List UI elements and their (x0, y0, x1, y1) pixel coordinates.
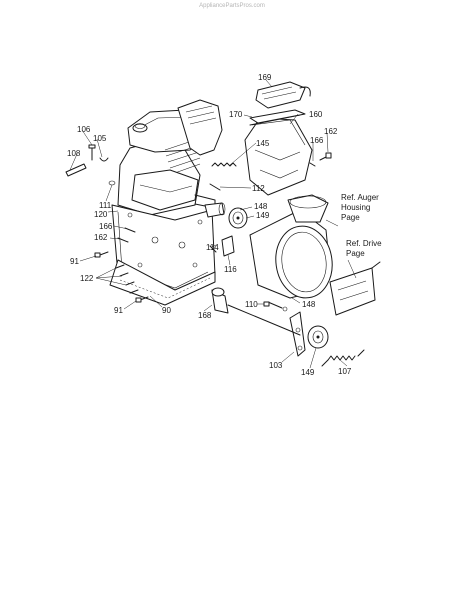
pulley-hub-148-upper (204, 202, 226, 218)
callout-120: 120 (94, 210, 108, 219)
callout-168: 168 (198, 311, 212, 320)
callout-labels: 169 170 160 162 166 106 105 108 145 112 … (67, 73, 352, 377)
callout-145: 145 (256, 139, 270, 148)
watermark: AppliancePartsPros.com (199, 3, 265, 9)
callout-110: 110 (245, 300, 258, 309)
spring-107 (321, 349, 365, 367)
callout-103: 103 (269, 361, 283, 370)
callout-106: 106 (77, 125, 91, 134)
callout-91-upper: 91 (70, 257, 79, 266)
spring-145 (211, 162, 237, 167)
ref-drive-line-2: Page (346, 249, 365, 258)
callout-90: 90 (162, 306, 171, 315)
bolt-166-upper (309, 162, 316, 167)
ref-auger-housing-note: Ref. Auger Housing Page (341, 193, 379, 222)
callout-107: 107 (338, 367, 352, 376)
auger-housing-ring (249, 194, 333, 299)
ref-drive-note: Ref. Drive Page (346, 239, 382, 258)
callout-149-upper: 149 (256, 211, 270, 220)
bolt-162-lower (117, 237, 129, 243)
pulley-149-upper (228, 207, 248, 229)
callout-166-lower: 166 (99, 222, 113, 231)
gasket-170 (249, 109, 306, 124)
drive-bracket (329, 261, 381, 316)
callout-162-lower: 162 (94, 233, 108, 242)
shaft-110 (227, 301, 301, 336)
callout-148-lower: 148 (302, 300, 316, 309)
callout-114: 114 (206, 243, 219, 252)
callout-162-upper: 162 (324, 127, 338, 136)
callout-122: 122 (80, 274, 94, 283)
ref-auger-line-3: Page (341, 213, 360, 222)
callout-170: 170 (229, 110, 243, 119)
bracket-116 (221, 235, 235, 257)
callout-112: 112 (252, 184, 265, 193)
callout-169: 169 (258, 73, 272, 82)
engine (117, 99, 223, 216)
callout-148-upper: 148 (254, 202, 268, 211)
leader-lines (69, 79, 357, 369)
callout-108: 108 (67, 149, 81, 158)
callout-166-upper: 166 (310, 136, 324, 145)
belt-cover-160 (244, 114, 313, 196)
callout-91-lower: 91 (114, 306, 123, 315)
pulley-149-lower (307, 325, 329, 349)
bolt-162-upper (319, 152, 332, 161)
callout-111: 111 (99, 201, 112, 210)
ref-auger-line-2: Housing (341, 203, 370, 212)
bolt-110 (263, 301, 270, 307)
handle-108 (65, 163, 87, 177)
bolts-91-122 (94, 251, 149, 303)
bolt-114 (209, 245, 217, 253)
roller-168 (211, 287, 229, 314)
washer-111 (108, 180, 116, 186)
clip-112 (209, 183, 221, 191)
clip-105 (99, 157, 109, 162)
callout-149-lower: 149 (301, 368, 315, 377)
callout-116: 116 (224, 265, 237, 274)
callout-160: 160 (309, 110, 323, 119)
pin-106 (88, 144, 96, 161)
ref-drive-line-1: Ref. Drive (346, 239, 382, 248)
callout-105: 105 (93, 134, 107, 143)
ref-auger-line-1: Ref. Auger (341, 193, 379, 202)
frame-bottom-plate (109, 259, 216, 306)
top-cover-169 (255, 81, 311, 109)
